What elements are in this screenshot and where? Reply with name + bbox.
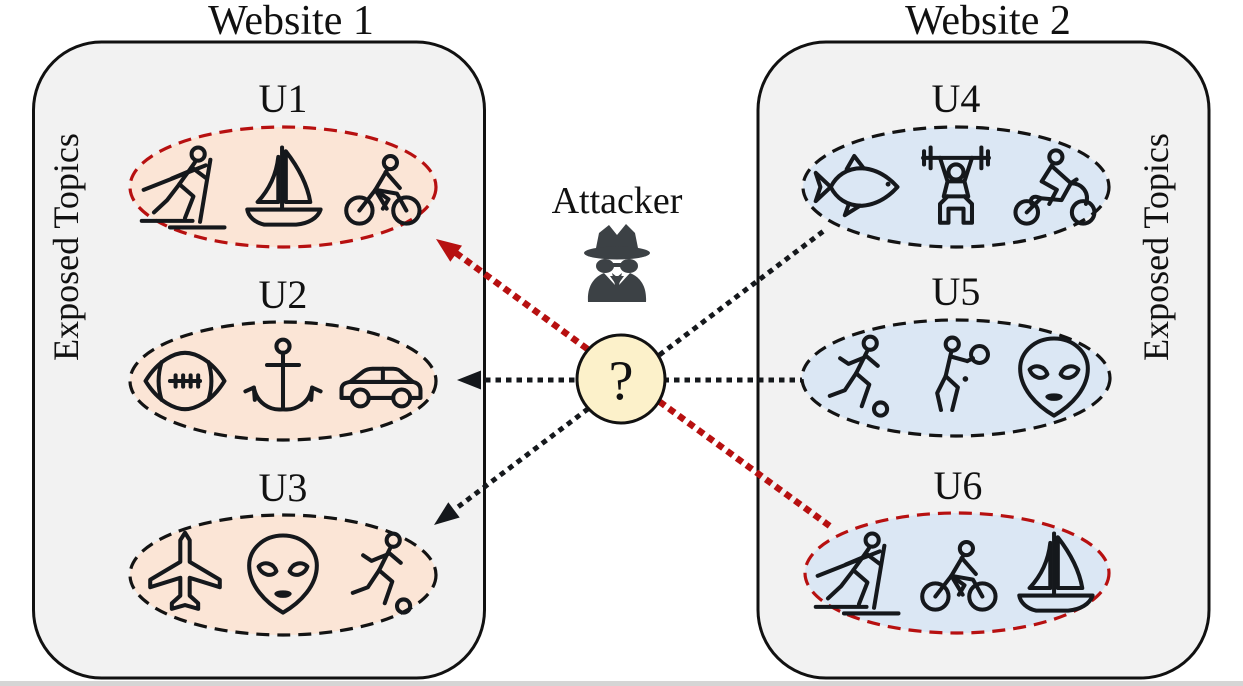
user-u3-topics-ellipse: [128, 513, 438, 637]
spy-icon: [584, 224, 650, 302]
attacker-label: Attacker: [552, 180, 683, 222]
user-u4-label: U4: [932, 76, 981, 121]
attacker: Attacker ?: [552, 180, 683, 425]
attacker-question-circle: [575, 333, 667, 425]
user-u6-label: U6: [934, 463, 983, 508]
user-u1: U1: [128, 76, 438, 249]
website-1-side-label: Exposed Topics: [46, 133, 86, 361]
user-u1-label: U1: [259, 76, 308, 121]
user-u2-label: U2: [259, 272, 308, 317]
website-1-title: Website 1: [208, 0, 374, 44]
user-u4: U4: [801, 76, 1111, 249]
website-2-title: Website 2: [905, 0, 1071, 44]
user-u3-label: U3: [259, 465, 308, 510]
user-u6-topics-ellipse: [803, 511, 1111, 635]
user-u2: U2: [128, 272, 438, 442]
link-u6-u1-arrowhead: [436, 239, 462, 262]
user-u5-topics-ellipse: [800, 318, 1112, 438]
link-u5-u2: [457, 370, 806, 390]
bottom-strip: [0, 681, 1243, 686]
user-u5: U5: [800, 269, 1112, 438]
link-u5-u2-arrowhead: [457, 370, 481, 390]
website-2-side-label: Exposed Topics: [1136, 133, 1176, 361]
user-u4-topics-ellipse: [801, 125, 1111, 249]
user-u6: U6: [803, 463, 1111, 635]
user-u5-label: U5: [932, 269, 981, 314]
question-mark: ?: [609, 350, 634, 412]
link-u4-u3-arrowhead: [434, 502, 460, 525]
user-u3: U3: [128, 465, 438, 637]
